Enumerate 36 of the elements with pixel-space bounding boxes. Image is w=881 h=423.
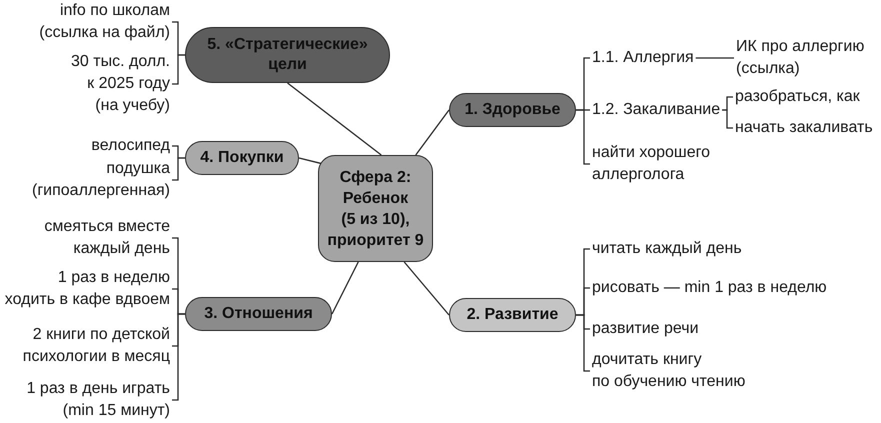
branch-topic: 5. «Стратегические» цели <box>185 27 390 83</box>
subtopic-text: начать закаливать <box>733 117 875 139</box>
bracket-connector <box>576 314 590 372</box>
bracket-connector <box>696 57 734 59</box>
branch-topic: 4. Покупки <box>185 141 299 175</box>
branch-topic: 3. Отношения <box>185 297 332 331</box>
subtopic-text: дочитать книгу по обучению чтению <box>590 349 748 393</box>
subtopic-text: разобраться, как <box>733 86 862 108</box>
subtopic-text: 1 раз в день играть (min 15 минут) <box>24 378 172 422</box>
subtopic-text: смеяться вместе каждый день <box>42 216 172 260</box>
bracket-connector <box>172 313 185 401</box>
bracket-connector <box>722 109 733 129</box>
subtopic-text: рисовать — min 1 раз в неделю <box>590 277 829 299</box>
connector-line <box>287 82 382 156</box>
subtopic-text: читать каждый день <box>590 238 744 260</box>
subtopic-text: ИК про аллергию (ссылка) <box>734 36 866 80</box>
subtopic-text: info по школам (ссылка на файл) <box>37 0 172 44</box>
connector-line <box>404 262 450 316</box>
subtopic-text: найти хорошего аллерголога <box>590 142 712 186</box>
subtopic-text: велосипед <box>89 135 172 157</box>
branch-topic: 2. Развитие <box>449 298 576 332</box>
connector-line <box>298 157 322 164</box>
bracket-connector <box>172 157 185 181</box>
bracket-connector <box>576 109 590 165</box>
subtopic-text: 2 книги по детской психологии в месяц <box>20 324 172 368</box>
subtopic-text: 1.2. Закаливание <box>590 99 722 121</box>
connector-line <box>415 110 450 156</box>
subtopic-text: 1.1. Аллергия <box>590 47 696 69</box>
bracket-connector <box>172 54 185 85</box>
connector-line <box>331 262 359 314</box>
subtopic-text: 30 тыс. долл. к 2025 году (на учебу) <box>69 51 172 117</box>
subtopic-text: развитие речи <box>590 318 701 340</box>
central-topic: Сфера 2: Ребенок (5 из 10), приоритет 9 <box>318 155 433 262</box>
branch-topic: 1. Здоровье <box>449 93 576 127</box>
subtopic-text: подушка (гипоаллергенная) <box>30 158 172 202</box>
subtopic-text: 1 раз в неделю ходить в кафе вдвоем <box>2 267 172 311</box>
